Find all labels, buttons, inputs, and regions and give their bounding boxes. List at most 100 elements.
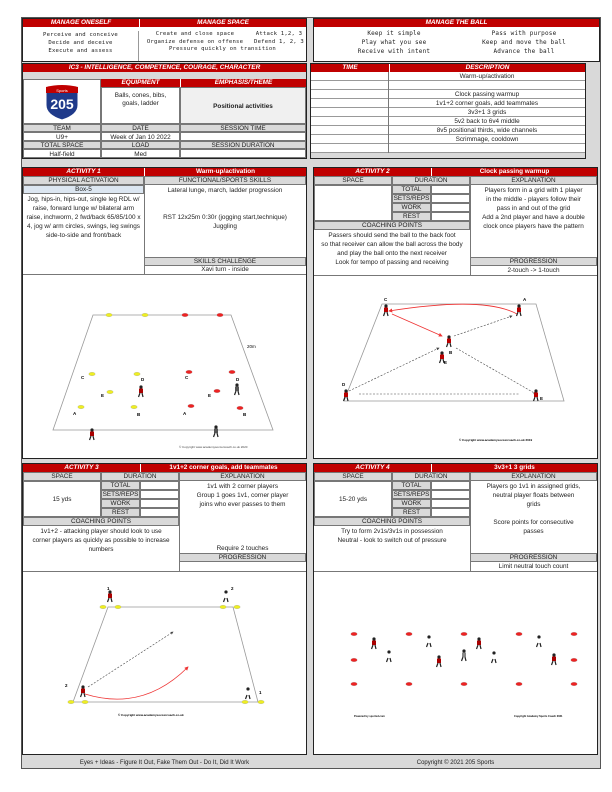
divider (23, 274, 306, 275)
cone-icon (88, 372, 96, 376)
player-icon (535, 635, 542, 648)
svg-text:A: A (73, 411, 77, 416)
schedule-description: 3v3+1 3 grids (467, 109, 507, 116)
schedule-description: 5v2 back to 6v4 middle (454, 118, 520, 125)
functional-line: Juggling (213, 223, 237, 230)
skills-challenge-value: Xavi turn - inside (201, 266, 249, 273)
total-space-label: TOTAL SPACE (23, 141, 101, 149)
schedule-description: 8v5 positional thirds, wide channels (436, 127, 538, 134)
cone-icon (241, 700, 249, 704)
schedule-description: Warm-up/activation (459, 73, 515, 80)
total-value[interactable] (431, 481, 470, 490)
sets-value[interactable] (431, 490, 470, 499)
coaching-points-label: COACHING POINTS (314, 221, 470, 230)
explanation-line: clock once players have the pattern (483, 223, 584, 230)
cone-icon (114, 605, 122, 609)
coaching-point: so that receiver can allow the ball acro… (321, 241, 463, 248)
pass-arrow (87, 631, 174, 688)
svg-text:C: C (81, 375, 85, 380)
explanation-line: passes (523, 528, 544, 535)
ball-line: Receive with intent (357, 48, 431, 55)
physical-activation-label: PHYSICAL ACTIVATION (23, 176, 144, 185)
coaching-point: and play the ball onto the next receiver (337, 250, 447, 257)
manage-oneself-header: MANAGE ONESELF (23, 19, 139, 27)
svg-text:A: A (183, 411, 187, 416)
cone-icon (187, 404, 195, 408)
coaching-points-label: COACHING POINTS (314, 517, 470, 526)
cone-icon (105, 313, 113, 317)
cone-icon (515, 682, 523, 686)
space-line: Pressure quickly on transition (168, 46, 277, 52)
player-icon (550, 653, 557, 666)
field-outline (343, 303, 565, 402)
coaching-point: Try to form 2v1s/3v1s in possession (341, 528, 443, 535)
player-icon (438, 351, 445, 364)
physical-activation-text: Jog, hips-in, hips-out, single leg RDL w… (26, 196, 141, 239)
pass-arrow (455, 347, 537, 395)
player-icon (475, 637, 482, 650)
rest-value[interactable] (140, 508, 179, 517)
player-icon (233, 383, 240, 396)
work-value[interactable] (140, 499, 179, 508)
cone-icon (213, 389, 221, 393)
manage-ball-header: MANAGE THE BALL (314, 19, 599, 27)
player-icon (106, 590, 113, 603)
svg-text:C: C (185, 375, 189, 380)
cone-icon (350, 658, 358, 662)
manage-space-left: Create and close space Organize defense … (145, 30, 245, 46)
schedule-time (311, 72, 389, 81)
schedule-row: Warm-up/activation (311, 72, 585, 81)
coaching-point: Look for tempo of passing and receiving (335, 259, 449, 266)
session-time-label: SESSION TIME (180, 124, 306, 132)
duration-label: DURATION (101, 472, 179, 481)
manage-space-header: MANAGE SPACE (139, 19, 306, 27)
schedule-row: 3v3+1 3 grids (311, 108, 585, 117)
explanation-line: 1v1 with 2 corner players (206, 483, 279, 490)
work-value[interactable] (431, 499, 470, 508)
total-label: TOTAL (392, 185, 431, 194)
rest-value[interactable] (431, 212, 470, 221)
cone-icon (219, 605, 227, 609)
work-value[interactable] (431, 203, 470, 212)
cone-icon (130, 405, 138, 409)
player-icon (370, 637, 377, 650)
run-arrow (391, 313, 443, 337)
pass-arrow (348, 347, 440, 392)
rest-value[interactable] (431, 508, 470, 517)
session-duration-label: SESSION DURATION (180, 141, 306, 149)
load-label: LOAD (101, 141, 180, 149)
sets-value[interactable] (140, 490, 179, 499)
svg-text:205: 205 (50, 96, 74, 112)
cone-icon (67, 700, 75, 704)
cone-icon (257, 700, 265, 704)
total-value[interactable] (140, 481, 179, 490)
session-time-value (180, 132, 306, 141)
sets-label: SETS/REPS (392, 490, 431, 499)
player-icon (515, 304, 522, 317)
explanation-line: neutral player floats between (492, 492, 575, 499)
manage-space-right: Attack 1,2, 3 Defend 1, 2, 3 (249, 30, 309, 46)
footer-copyright: Copyright © 2021 205 Sports (416, 760, 495, 766)
space-label: SPACE (314, 472, 392, 481)
explanation-line: grids (526, 501, 541, 508)
space-line: Attack 1,2, 3 (255, 31, 303, 37)
manage-oneself-space-panel: MANAGE ONESELF MANAGE SPACE Perceive and… (22, 18, 307, 62)
total-space-value: Half-field (23, 149, 101, 158)
schedule-time (311, 144, 389, 153)
skills-challenge-label: SKILLS CHALLENGE (144, 257, 306, 266)
cone-icon (185, 370, 193, 374)
total-label: TOTAL (101, 481, 140, 490)
activity-title: Warm-up/activation (144, 168, 306, 176)
schedule-row (311, 144, 585, 153)
diagram-label: 1 (107, 586, 110, 591)
sets-value[interactable] (431, 194, 470, 203)
logo: 205 Sports (23, 79, 101, 124)
svg-text:D: D (141, 377, 145, 382)
cone-icon (460, 632, 468, 636)
total-value[interactable] (431, 185, 470, 194)
space-line: Organize defense on offense (146, 39, 244, 45)
ball-line: Advance the ball (493, 48, 555, 55)
work-label: WORK (392, 499, 431, 508)
divider (179, 481, 180, 571)
